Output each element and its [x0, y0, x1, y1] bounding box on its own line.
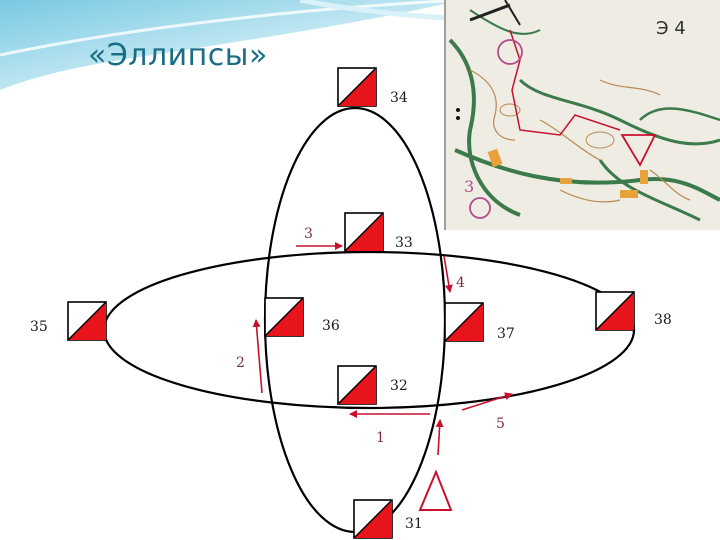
start-triangle [418, 469, 453, 511]
control-label-34: 34 [390, 90, 408, 106]
leg-label-5: 5 [496, 416, 505, 432]
control-marker-31 [353, 499, 393, 539]
control-label-36: 36 [322, 318, 340, 334]
leg-label-1: 1 [376, 430, 385, 446]
control-marker-34 [337, 67, 377, 107]
header-decoration [0, 0, 461, 90]
leg-labels: 1 2 3 4 5 [236, 226, 505, 446]
control-marker-32 [337, 365, 377, 405]
control-marker-38 [595, 291, 635, 331]
control-label-33: 33 [395, 235, 413, 251]
map-sheet-label: Э 4 [656, 18, 686, 39]
control-marker-35 [67, 301, 107, 341]
control-label-38: 38 [654, 312, 672, 328]
leg-arrow-5 [435, 419, 444, 456]
leg-arrow-4 [443, 255, 453, 293]
control-label-37: 37 [497, 326, 515, 342]
leg-arrow-2 [252, 319, 263, 394]
control-labels: 34 33 35 36 37 38 32 31 [30, 90, 672, 532]
control-label-31: 31 [405, 516, 423, 532]
control-label-35: 35 [30, 319, 48, 335]
leg-arrow-5b [461, 392, 513, 411]
control-marker-36 [264, 297, 304, 337]
leg-label-3: 3 [304, 226, 313, 242]
control-marker-33 [344, 212, 384, 252]
orienteering-map-image [444, 0, 720, 230]
leg-arrows [252, 242, 513, 456]
leg-label-2: 2 [236, 355, 245, 371]
map-control-number: 3 [464, 177, 474, 196]
control-label-32: 32 [390, 378, 408, 394]
control-marker-37 [444, 302, 484, 342]
control-markers [67, 67, 635, 539]
leg-label-4: 4 [456, 275, 465, 291]
slide-title: «Эллипсы» [88, 38, 268, 73]
